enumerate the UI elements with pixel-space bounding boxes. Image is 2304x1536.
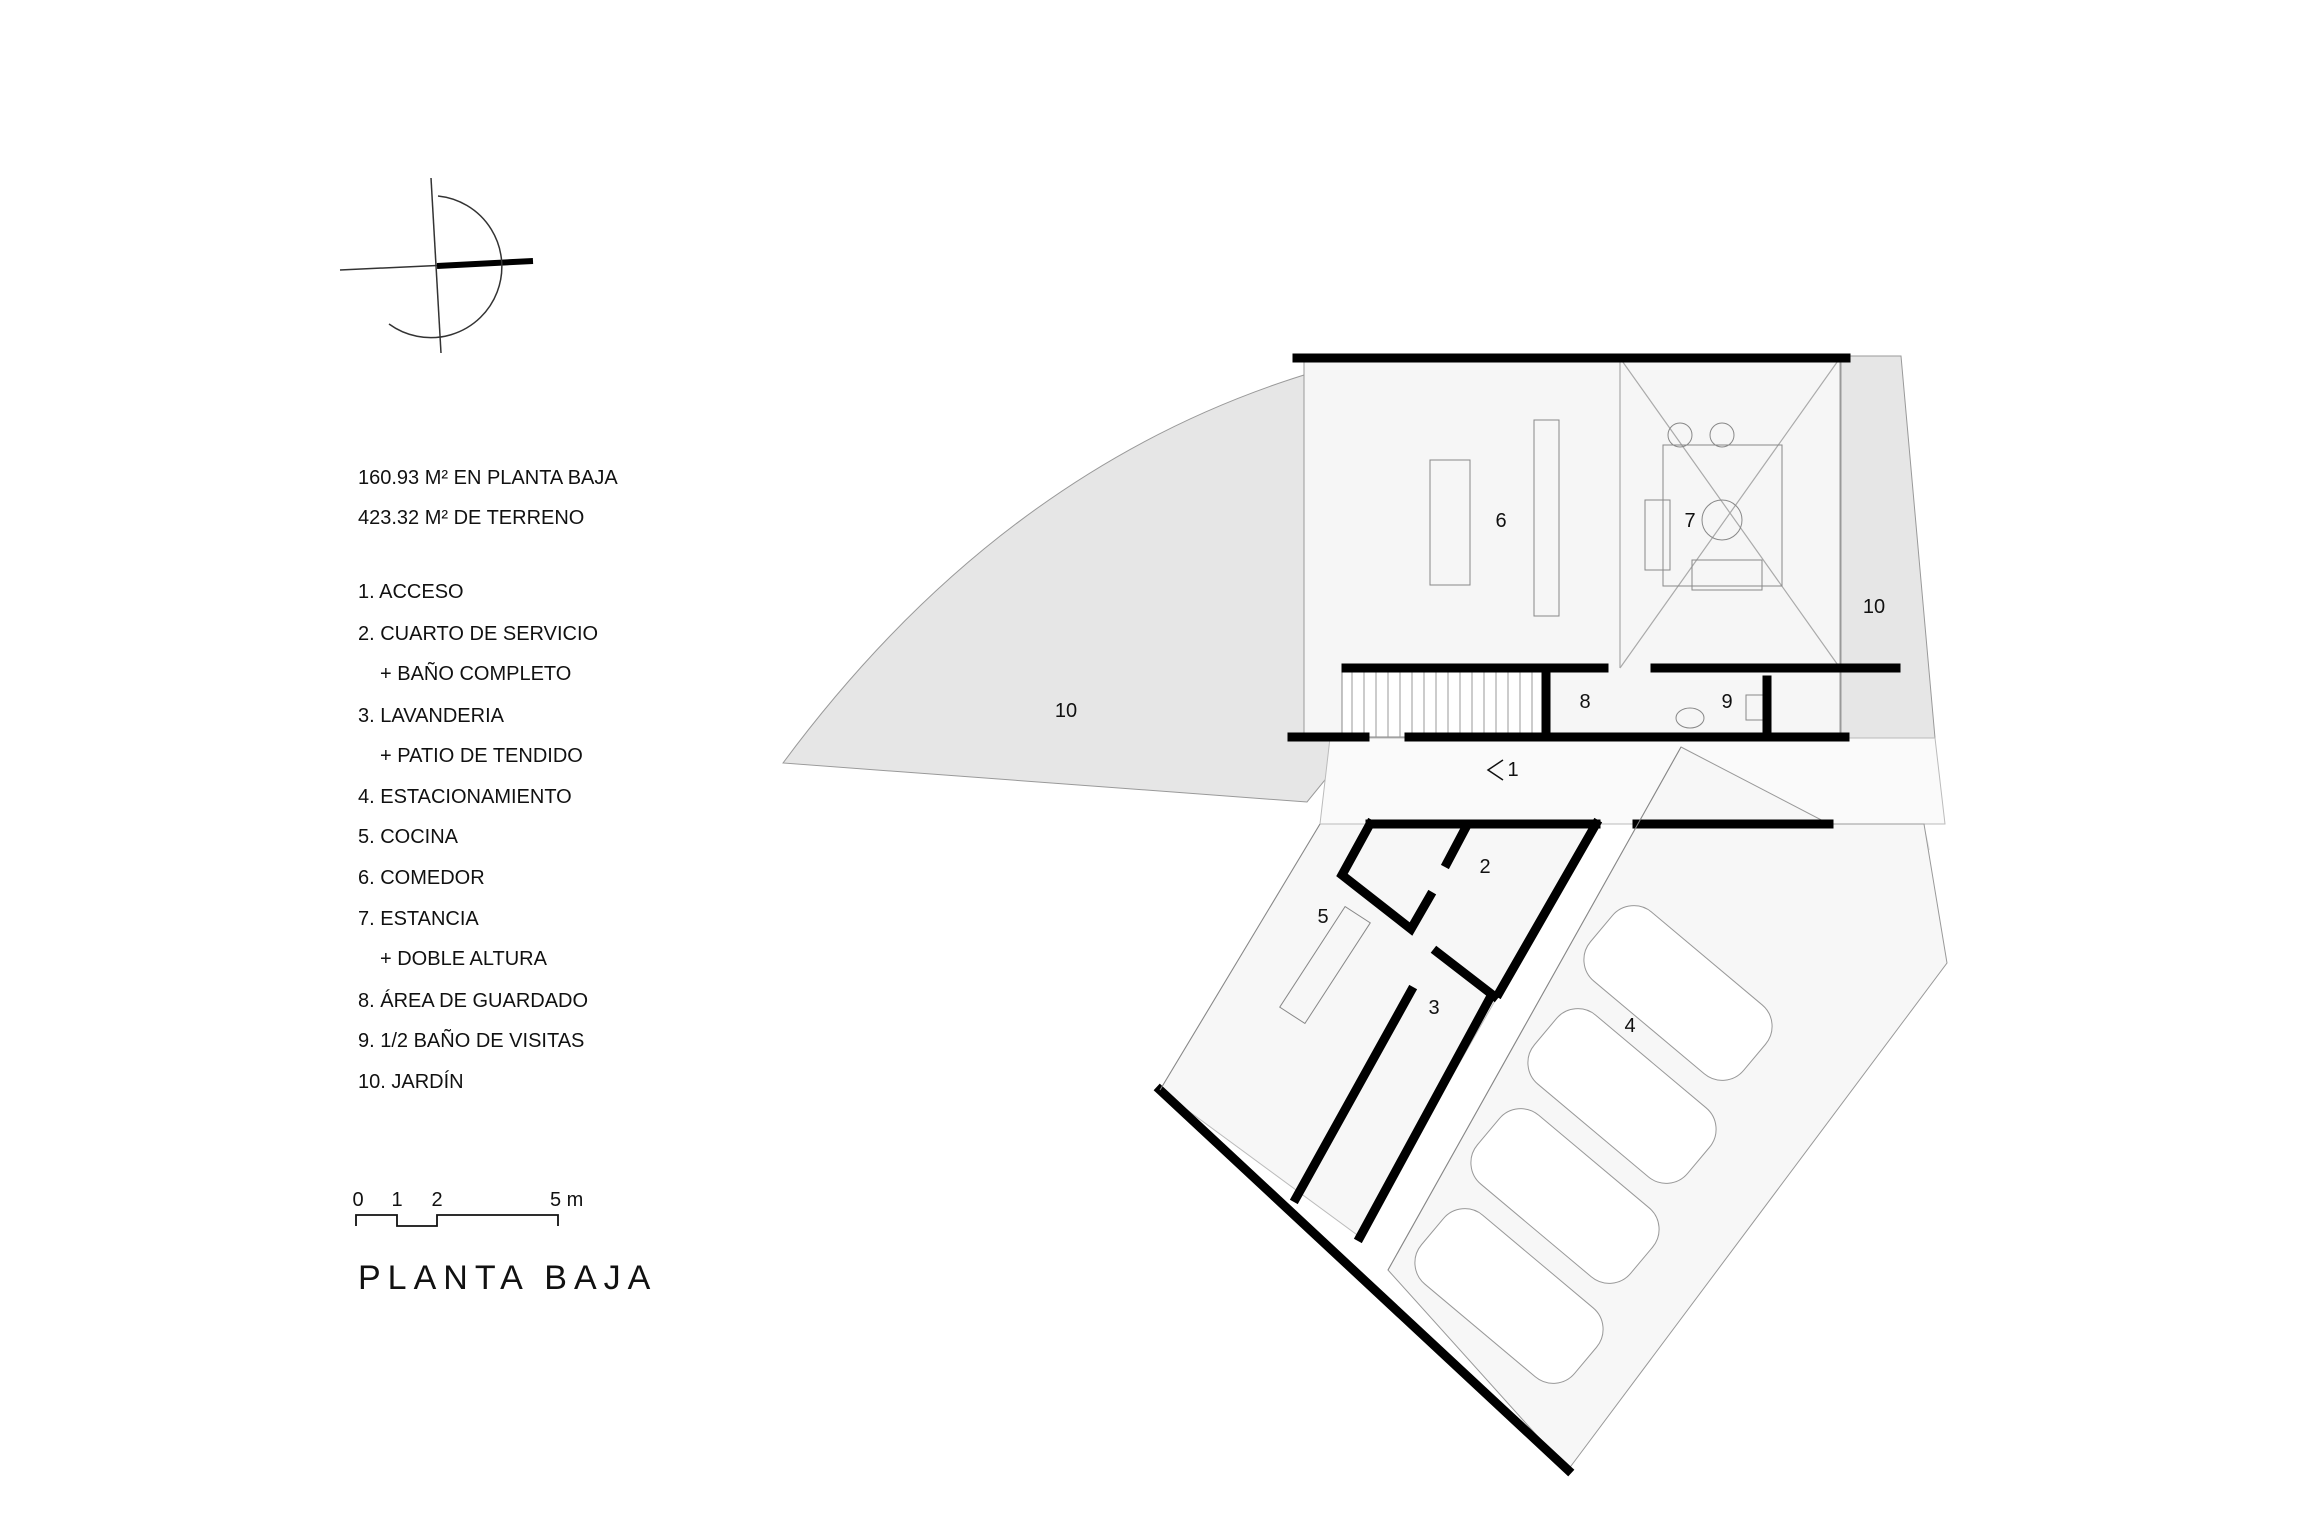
room-label-2: 2	[1479, 856, 1490, 878]
room-label-6: 6	[1495, 510, 1506, 532]
legend-item: 8. ÁREA DE GUARDADO	[358, 989, 588, 1012]
land-area: 423.32 M² DE TERRENO	[358, 507, 584, 529]
garden-right	[1840, 355, 1936, 739]
car-outline	[1414, 1208, 1604, 1384]
car-outline	[1470, 1108, 1660, 1284]
parked-cars	[1414, 905, 1773, 1384]
garden-left	[782, 374, 1362, 803]
legend-item: 4. ESTACIONAMIENTO	[358, 786, 572, 808]
scale-label-2: 2	[431, 1189, 442, 1211]
access-arrow-icon	[1486, 759, 1504, 781]
legend-item: 3. LAVANDERIA	[358, 705, 505, 727]
legend-item: 1. ACCESO	[358, 581, 464, 603]
scale-label-5m: 5 m	[550, 1189, 583, 1211]
built-area: 160.93 M² EN PLANTA BAJA	[358, 467, 618, 489]
legend-item: 5. COCINA	[358, 826, 459, 848]
legend-item: 9. 1/2 BAÑO DE VISITAS	[358, 1028, 584, 1052]
legend-item: + DOBLE ALTURA	[380, 948, 548, 970]
legend-item: + PATIO DE TENDIDO	[380, 745, 583, 767]
room-label-10-left: 10	[1055, 700, 1077, 722]
room-label-8: 8	[1579, 691, 1590, 713]
room-label-10-right: 10	[1863, 596, 1885, 618]
car-outline	[1527, 1008, 1717, 1184]
legend-item: + BAÑO COMPLETO	[380, 661, 571, 685]
legend-item: 2. CUARTO DE SERVICIO	[358, 623, 598, 645]
room-label-4: 4	[1624, 1015, 1635, 1037]
drawing-title: PLANTA BAJA	[358, 1259, 657, 1297]
stairs	[1341, 667, 1547, 738]
legend-item: 6. COMEDOR	[358, 867, 485, 889]
room-label-9: 9	[1721, 691, 1732, 713]
scale-label-1: 1	[391, 1189, 402, 1211]
walls	[1153, 353, 1901, 1477]
scale-bar: 0 1 2 5 m	[352, 1189, 583, 1227]
scale-label-0: 0	[352, 1189, 363, 1211]
furniture	[1279, 419, 1783, 1025]
room-label-5: 5	[1317, 906, 1328, 928]
legend: 1. ACCESO 2. CUARTO DE SERVICIO + BAÑO COM…	[358, 581, 598, 1093]
room-label-1: 1	[1507, 759, 1518, 781]
car-outline	[1583, 905, 1773, 1081]
access-corridor	[1319, 737, 1946, 825]
room-label-3: 3	[1428, 997, 1439, 1019]
north-arrow-icon	[339, 177, 534, 354]
room-labels: 6 7 8 9 1 2 3 5 4 10 10	[1055, 510, 1885, 1037]
legend-item: 7. ESTANCIA	[358, 908, 479, 930]
legend-item: 10. JARDÍN	[358, 1070, 464, 1093]
room-label-7: 7	[1684, 510, 1695, 532]
